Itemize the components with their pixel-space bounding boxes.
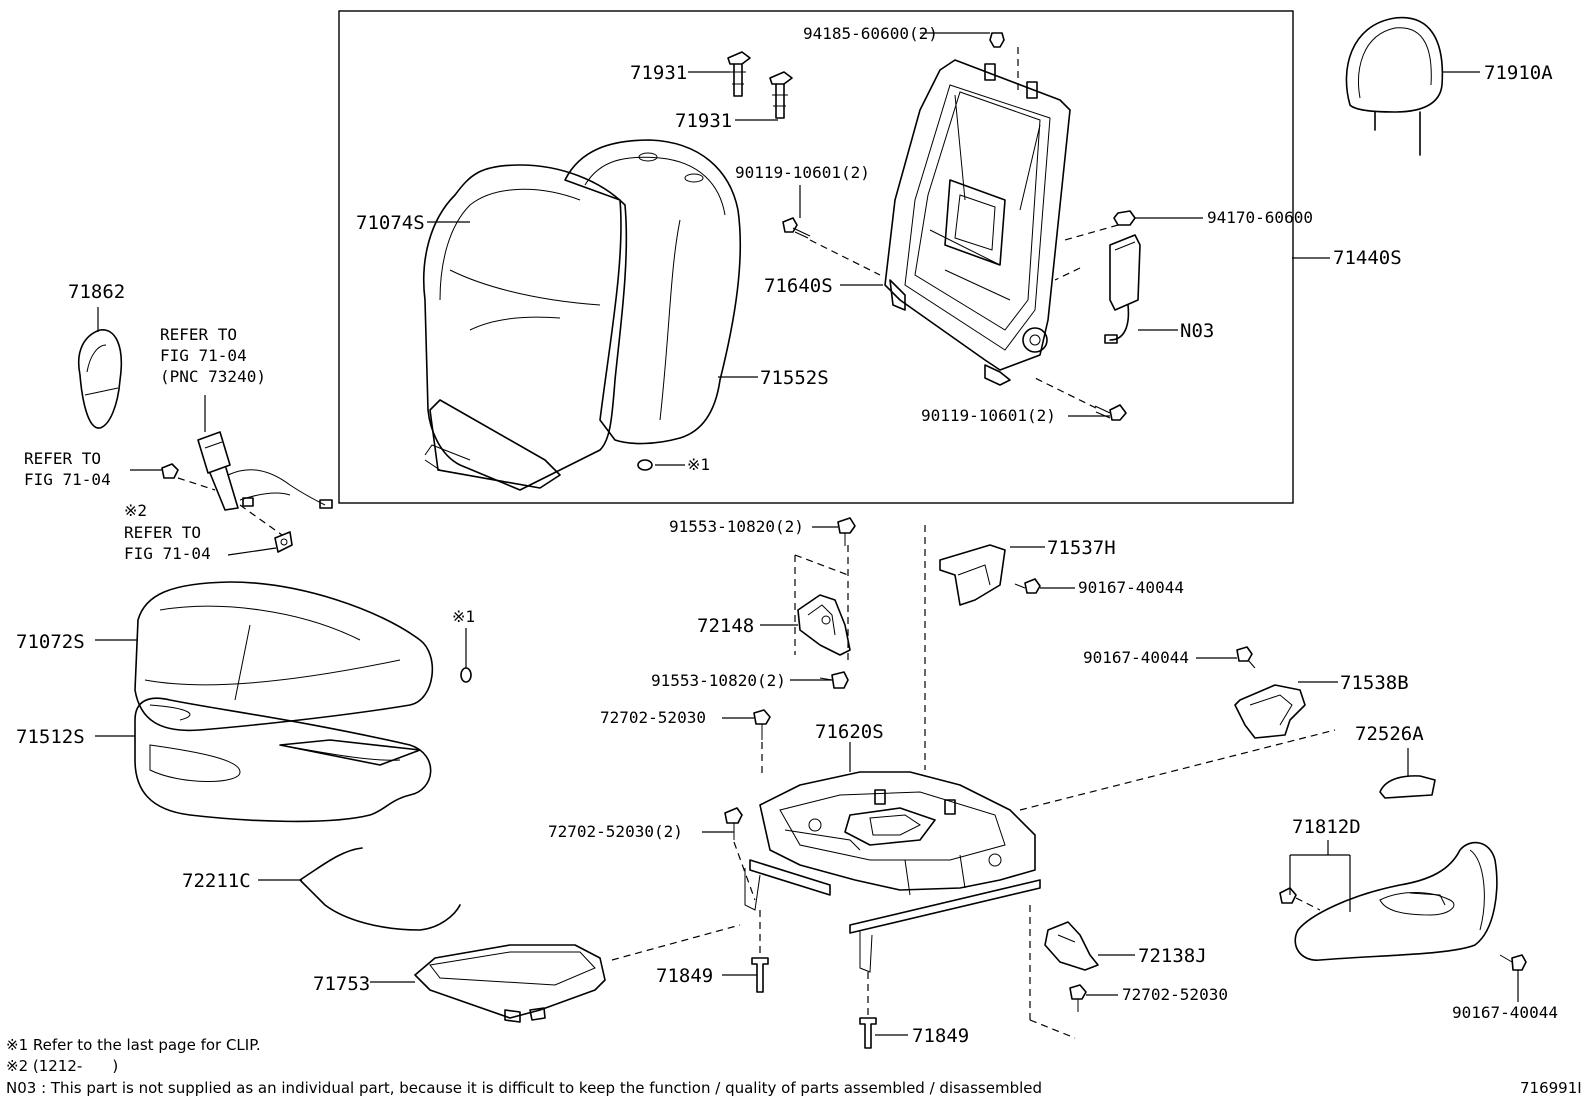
label-71552s: 71552S xyxy=(760,367,829,389)
refer-text-2b: FIG 71-04 xyxy=(24,470,111,489)
tray-71753[interactable] xyxy=(414,944,606,1023)
label-90167-40044-a: 90167-40044 xyxy=(1078,578,1184,597)
anchor-refer-fig-71-04[interactable] xyxy=(274,531,293,553)
refer-text-2a: REFER TO xyxy=(24,449,101,468)
bolt-72702-52030-lower[interactable] xyxy=(1069,984,1087,1012)
label-clip-upper: ※1 xyxy=(687,455,710,474)
screw-71812d-clip[interactable] xyxy=(1279,887,1297,904)
nut-refer-fig-71-04[interactable] xyxy=(161,463,179,479)
label-71931-b: 71931 xyxy=(675,110,732,132)
label-71537h: 71537H xyxy=(1047,537,1116,559)
screw-90167-40044-b[interactable] xyxy=(1236,646,1256,669)
label-72211c: 72211C xyxy=(182,870,251,892)
refer-text-1b: FIG 71-04 xyxy=(160,346,247,365)
label-90119-10601-a: 90119-10601(2) xyxy=(735,163,870,182)
bolt-90119-10601-upper[interactable] xyxy=(782,217,811,239)
label-90167-40044-c: 90167-40044 xyxy=(1452,1003,1558,1022)
knob-72526a[interactable] xyxy=(1379,775,1436,799)
label-71812d: 71812D xyxy=(1292,816,1361,838)
seatback-frame-71640s[interactable] xyxy=(884,59,1071,386)
screw-90167-40044-a[interactable] xyxy=(1014,578,1041,594)
label-91553-10820-a: 91553-10820(2) xyxy=(669,517,804,536)
label-72138j: 72138J xyxy=(1138,945,1207,967)
bolt-90119-10601-lower[interactable] xyxy=(1094,404,1127,421)
label-90167-40044-b: 90167-40044 xyxy=(1083,648,1189,667)
bolt-91553-10820-upper[interactable] xyxy=(837,517,856,546)
label-71074s: 71074S xyxy=(356,212,425,234)
footnote-date: ※2 (1212- ) xyxy=(6,1057,118,1075)
seat-cushion-pad-71512s[interactable] xyxy=(134,697,432,823)
refer-text-1c: (PNC 73240) xyxy=(160,367,266,386)
label-72702-52030-b: 72702-52030(2) xyxy=(548,822,683,841)
headrest-71910a[interactable] xyxy=(1345,16,1444,156)
wire-72211c[interactable] xyxy=(299,847,461,931)
seatbelt-buckle[interactable] xyxy=(197,431,333,511)
label-72702-52030-a: 72702-52030 xyxy=(600,708,706,727)
label-71931-a: 71931 xyxy=(630,62,687,84)
footnote-clip: ※1 Refer to the last page for CLIP. xyxy=(6,1036,261,1054)
label-71849-a: 71849 xyxy=(656,965,713,987)
side-airbag-n03[interactable] xyxy=(1104,234,1141,344)
label-clip-lower: ※1 xyxy=(452,607,475,626)
label-90119-10601-b: 90119-10601(2) xyxy=(921,406,1056,425)
label-71862: 71862 xyxy=(68,281,125,303)
refer-text-3a: REFER TO xyxy=(124,523,201,542)
figure-id: 716991I xyxy=(1520,1079,1582,1097)
label-71440s: 71440S xyxy=(1333,247,1402,269)
refer-text-1a: REFER TO xyxy=(160,325,237,344)
headrest-guide-71931-b[interactable] xyxy=(769,71,793,119)
label-71640s: 71640S xyxy=(764,275,833,297)
bracket-72148[interactable] xyxy=(797,594,851,656)
clip-symbol-lower xyxy=(460,667,472,683)
label-72702-52030-c: 72702-52030 xyxy=(1122,985,1228,1004)
screw-90167-40044-c[interactable] xyxy=(1499,954,1527,971)
bolt-72702-52030-pair[interactable] xyxy=(724,807,743,840)
label-71620s: 71620S xyxy=(815,721,884,743)
seat-track-71620s[interactable] xyxy=(744,771,1041,973)
label-72148: 72148 xyxy=(697,615,754,637)
bolt-94185-60600[interactable] xyxy=(989,32,1005,48)
label-71072s: 71072S xyxy=(16,631,85,653)
headrest-guide-71931-a[interactable] xyxy=(727,51,751,97)
label-71910a: 71910A xyxy=(1484,62,1553,84)
seatback-pad-71552s[interactable] xyxy=(564,139,742,445)
cover-72138j[interactable] xyxy=(1044,921,1099,971)
seat-cushion-cover-71072s[interactable] xyxy=(134,581,434,732)
label-94170-60600: 94170-60600 xyxy=(1207,208,1313,227)
label-91553-10820-b: 91553-10820(2) xyxy=(651,671,786,690)
seatback-cover-71074s[interactable] xyxy=(422,164,628,491)
footnote-n03: N03 : This part is not supplied as an in… xyxy=(6,1079,1042,1097)
label-72526a: 72526A xyxy=(1355,723,1424,745)
mark-2: ※2 xyxy=(124,501,147,520)
refer-text-3b: FIG 71-04 xyxy=(124,544,211,563)
seatback-group-box xyxy=(338,10,1294,504)
label-71753: 71753 xyxy=(313,973,370,995)
clip-symbol-upper xyxy=(637,459,653,471)
bracket-71538b[interactable] xyxy=(1234,684,1306,739)
label-71512s: 71512S xyxy=(16,726,85,748)
cover-71862[interactable] xyxy=(78,329,123,429)
label-71849-b: 71849 xyxy=(912,1025,969,1047)
pin-71849-upper[interactable] xyxy=(751,957,769,993)
side-shield-71812d[interactable] xyxy=(1294,841,1498,961)
cover-71537h[interactable] xyxy=(939,544,1006,606)
nut-94170-60600[interactable] xyxy=(1113,210,1136,226)
label-71538b: 71538B xyxy=(1340,672,1409,694)
label-94185-60600: 94185-60600(2) xyxy=(803,24,938,43)
label-n03: N03 xyxy=(1180,320,1214,342)
pin-71849-lower[interactable] xyxy=(859,1017,877,1049)
bolt-72702-52030-upper[interactable] xyxy=(753,709,771,740)
